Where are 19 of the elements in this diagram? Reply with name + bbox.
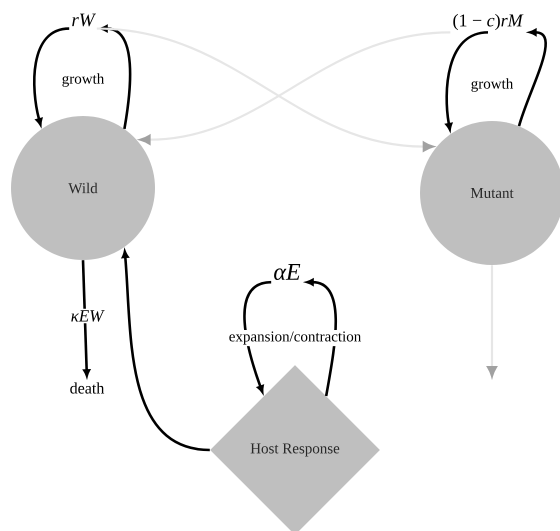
rate-label: (1 − c)rM [453,14,524,30]
arrow [100,24,132,130]
rate-label: αE [274,264,300,280]
faint-arrow [486,265,498,378]
edge-label: κEW [69,308,105,324]
faint-arrow [96,27,434,152]
edge-label: growth [60,72,106,88]
arrow [82,260,90,378]
arrow [122,250,210,452]
arrow [306,278,338,396]
arrow [243,280,272,394]
arrow [445,31,488,131]
rate-label: rW [72,14,96,26]
arrow [32,27,70,126]
edge-label: expansion/contraction [227,330,363,346]
outcome-label: death [70,382,104,394]
faint-arrow [140,31,450,145]
arrow [518,28,547,126]
edge-label: growth [469,76,515,94]
